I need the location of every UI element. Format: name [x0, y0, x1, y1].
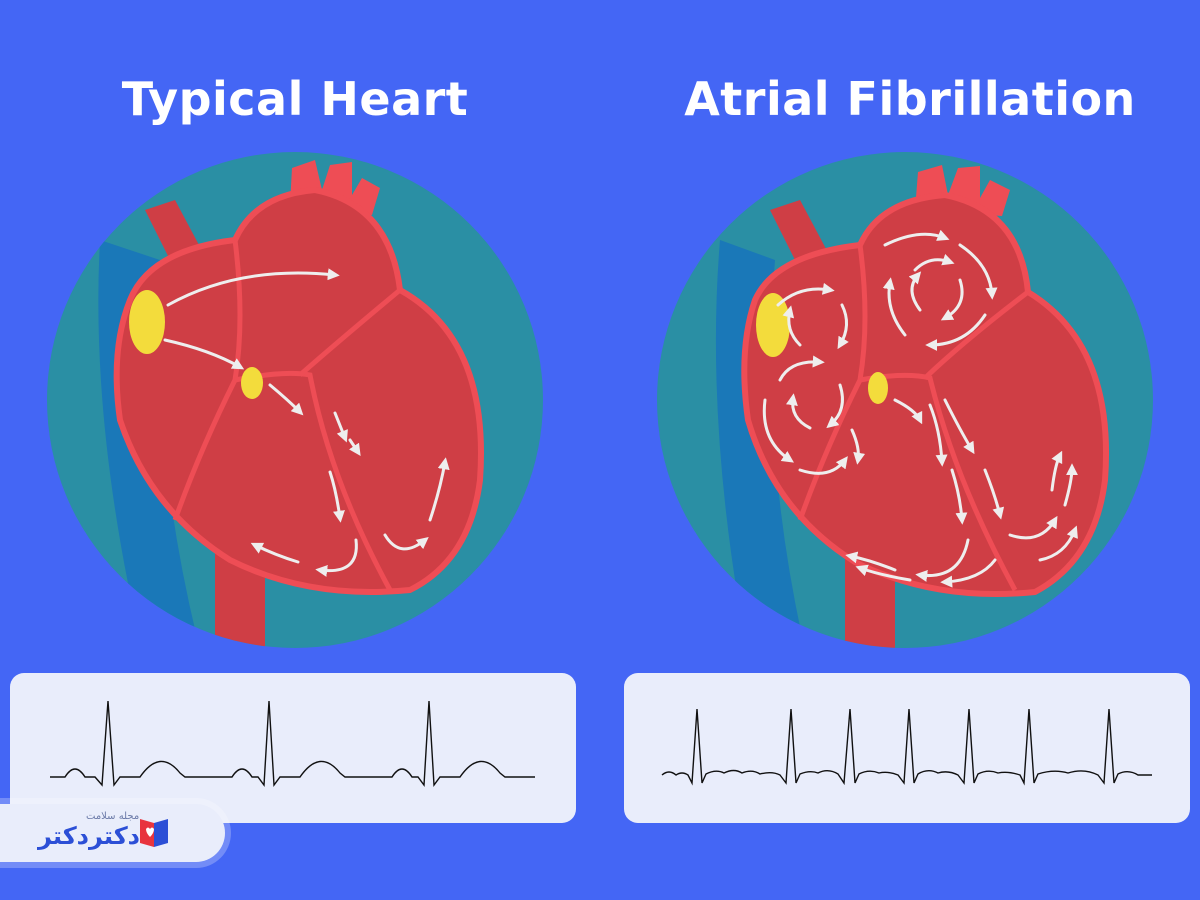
normal-ecg-panel: [10, 673, 576, 823]
logo-wordmark: دکتردکتر: [38, 822, 140, 850]
left-heart-chambers: [172, 239, 402, 592]
right-av-node: [868, 372, 888, 404]
typical-heart-title: Typical Heart: [121, 72, 469, 126]
right-heart-chambers: [797, 244, 1030, 592]
right-heart-body: [741, 191, 1109, 597]
afib-ecg-trace: [661, 708, 1152, 786]
right-chaotic-arrows: [762, 229, 1078, 588]
afib-heart-illustration: [657, 152, 1153, 648]
normal-ecg-trace: [50, 700, 535, 787]
left-sa-node: [129, 290, 165, 354]
afib-ecg-panel: [624, 673, 1190, 823]
left-heart-body: [113, 186, 484, 595]
left-signal-arrows: [163, 268, 450, 577]
logo-badge[interactable]: مجله سلامت دکتردکتر: [0, 804, 225, 862]
left-av-node: [241, 367, 263, 399]
heart-book-icon: [140, 819, 168, 847]
typical-heart-illustration: [47, 152, 543, 648]
atrial-fibrillation-title: Atrial Fibrillation: [684, 72, 1136, 126]
right-sa-node: [756, 293, 790, 357]
logo-tagline: مجله سلامت: [86, 811, 140, 822]
